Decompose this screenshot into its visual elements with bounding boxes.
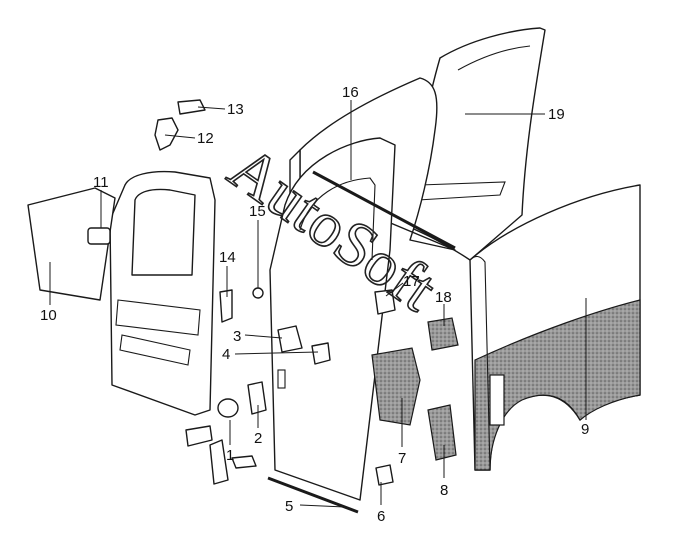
callout-5: 5 [285,498,293,515]
callout-13: 13 [227,101,244,118]
callout-15: 15 [249,203,266,220]
callout-14: 14 [219,249,236,266]
part-6-clip [375,464,394,486]
part-3-handle [277,325,303,353]
callout-16: 16 [342,84,359,101]
part-17-bracket [374,289,396,315]
callout-17: 17 [403,273,420,290]
part-1-lock-cylinder [185,398,257,485]
callout-8: 8 [440,482,448,499]
callout-10: 10 [40,307,57,324]
callout-12: 12 [197,130,214,147]
callout-labels: 1 2 3 4 5 6 7 8 9 10 11 12 13 14 15 16 1… [40,84,589,525]
callout-4: 4 [222,346,230,363]
part-7-trim-panel [371,347,421,426]
part-15-bumper [252,287,264,299]
part-4-lock [311,342,331,365]
leader-lines [49,100,587,508]
callout-7: 7 [398,450,406,467]
callout-6: 6 [377,508,385,525]
part-14-striker [219,289,233,323]
rear-door-frame [109,170,216,416]
part-18-lamp-unit [427,317,459,351]
part-13-hinge-bracket [177,99,206,115]
part-9-quarter-panel [469,184,641,471]
part-8-lamp [427,404,457,461]
part-2-outer-handle [247,381,267,415]
part-16-seal [312,170,456,250]
callout-1: 1 [226,447,234,464]
part-5-seal-strip [267,476,359,514]
callout-2: 2 [254,430,262,447]
rear-door-panel [269,137,396,501]
callout-3: 3 [233,328,241,345]
callout-11: 11 [93,174,109,191]
part-11-latch [87,227,111,245]
callout-19: 19 [548,106,565,123]
callout-18: 18 [435,289,452,306]
callout-9: 9 [581,421,589,438]
part-12-hinge [154,117,179,151]
